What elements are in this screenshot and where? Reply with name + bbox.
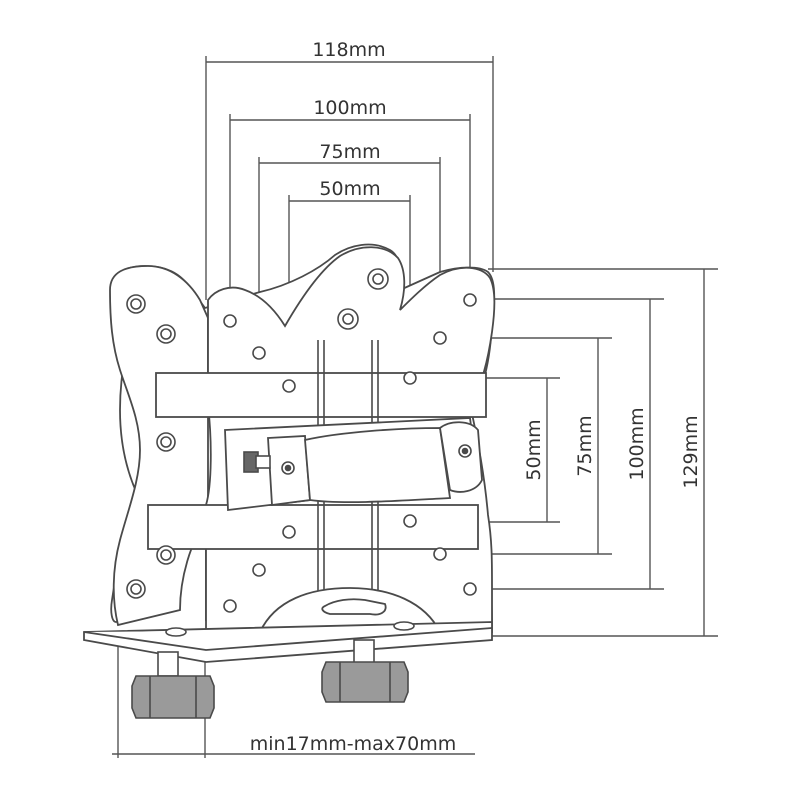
mounting-hole xyxy=(433,547,447,561)
mounting-hole xyxy=(156,545,176,565)
mounting-hole xyxy=(126,579,146,599)
mounting-hole xyxy=(252,346,266,360)
mounting-holes xyxy=(126,268,477,637)
label-129-vertical: 129mm xyxy=(680,415,702,488)
dim-100-vertical xyxy=(478,298,664,590)
crossbar-rails xyxy=(147,372,487,550)
mounting-hole xyxy=(393,621,415,631)
mounting-hole xyxy=(403,371,417,385)
label-75-horizontal: 75mm xyxy=(319,141,380,163)
mounting-hole xyxy=(223,314,237,328)
mounting-hole xyxy=(367,268,389,290)
strap-bolt xyxy=(458,444,472,458)
label-100-horizontal: 100mm xyxy=(313,97,386,119)
vertical-dimensions xyxy=(418,268,718,637)
label-118-horizontal: 118mm xyxy=(312,39,385,61)
mounting-hole xyxy=(223,599,237,613)
mounting-hole xyxy=(126,294,146,314)
mounting-hole xyxy=(337,308,359,330)
mounting-hole xyxy=(433,331,447,345)
mounting-hole xyxy=(165,627,187,637)
strap-screw-left xyxy=(243,451,271,473)
clamp-knob-left xyxy=(131,651,215,719)
mounting-hole xyxy=(156,432,176,452)
clamp-knob-right xyxy=(321,639,409,703)
strap-bolt xyxy=(281,461,295,475)
mounting-hole xyxy=(156,324,176,344)
mounting-hole xyxy=(282,525,296,539)
label-100-vertical: 100mm xyxy=(626,407,648,480)
mounting-hole xyxy=(252,563,266,577)
bottom-arch xyxy=(258,587,442,633)
mounting-hole xyxy=(282,379,296,393)
label-clamp-range: min17mm-max70mm xyxy=(250,733,456,755)
label-50-vertical: 50mm xyxy=(523,419,545,480)
label-50-horizontal: 50mm xyxy=(319,178,380,200)
dim-129-vertical xyxy=(488,268,718,637)
dim-118-horizontal xyxy=(205,56,494,300)
label-75-vertical: 75mm xyxy=(574,415,596,476)
dimension-labels: 118mm 100mm 75mm 50mm 50mm 75mm 100mm 12… xyxy=(250,39,702,755)
base-plate xyxy=(83,621,493,663)
clamp-strap xyxy=(224,417,483,512)
mounting-hole xyxy=(463,293,477,307)
mounting-hole xyxy=(463,582,477,596)
horizontal-dimensions xyxy=(205,56,494,382)
mounting-hole xyxy=(403,514,417,528)
